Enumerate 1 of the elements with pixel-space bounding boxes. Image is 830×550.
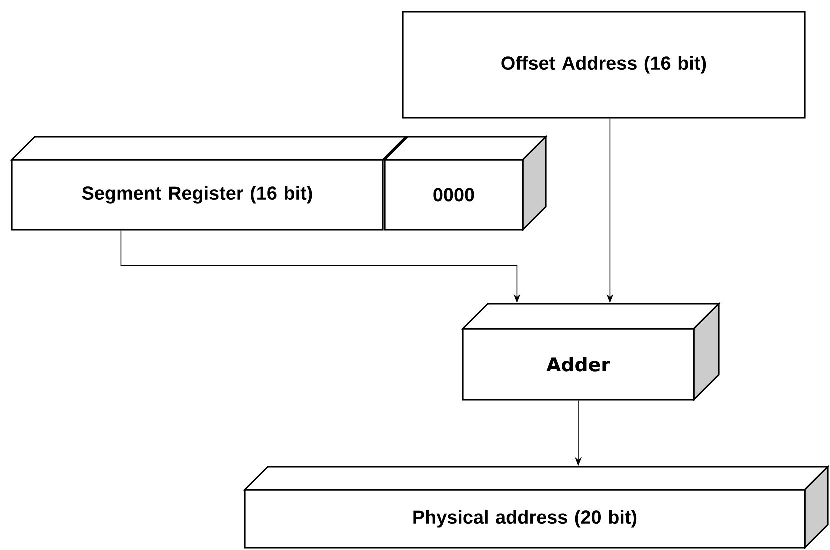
address-box: Offset Address (16 bit) bbox=[402, 11, 806, 119]
